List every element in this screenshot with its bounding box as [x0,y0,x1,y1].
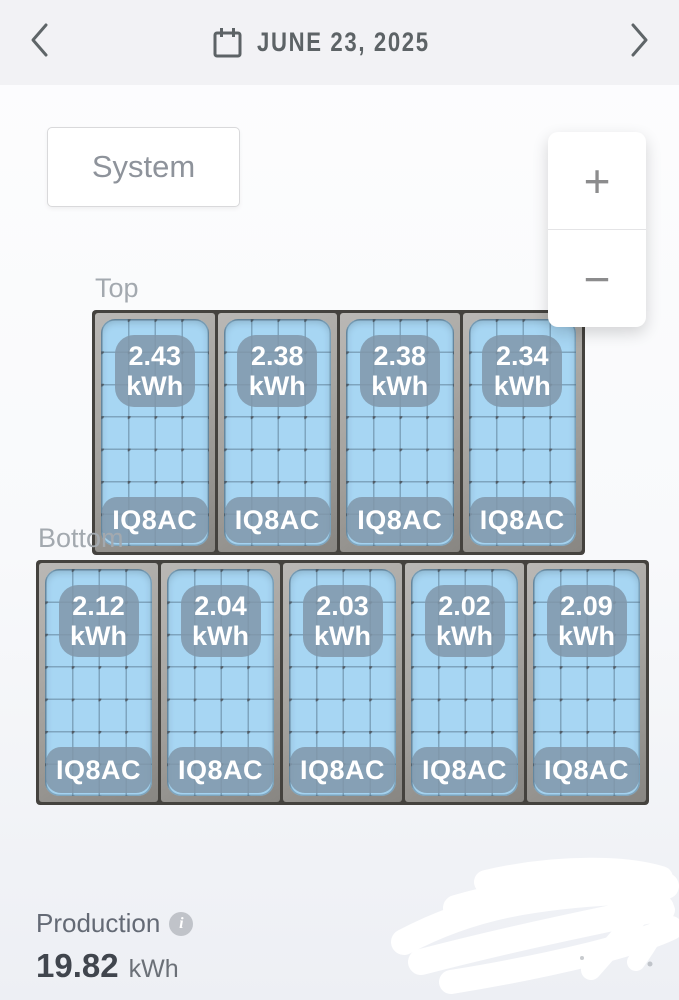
panel-model-badge: IQ8AC [469,497,575,543]
panel-surface: 2.04 kWh IQ8AC [167,569,274,796]
panel-surface: 2.34 kWh IQ8AC [468,319,576,546]
solar-panel[interactable]: 2.04 kWh IQ8AC [161,563,280,802]
production-unit: kWh [128,955,179,983]
calendar-icon [212,27,243,59]
panel-surface: 2.09 kWh IQ8AC [533,569,640,796]
panel-energy-value: 2.12 [72,591,125,621]
panel-energy-unit: kWh [558,620,615,651]
panel-energy-badge: 2.34 kWh [482,335,563,408]
date-selector[interactable]: JUNE 23, 2025 [212,27,468,59]
panel-model-badge: IQ8AC [290,747,395,793]
panel-model-badge: IQ8AC [534,747,639,793]
panel-energy-unit: kWh [314,620,371,651]
panel-energy-badge: 2.09 kWh [546,585,627,658]
panel-energy-value: 2.04 [194,591,247,621]
panel-energy-value: 2.43 [128,341,182,371]
panel-surface: 2.02 kWh IQ8AC [411,569,518,796]
panel-energy-value: 2.34 [495,341,549,371]
plus-icon: + [583,154,611,207]
redaction-scribble [391,857,679,994]
panel-energy-badge: 2.38 kWh [359,335,440,408]
panel-energy-badge: 2.38 kWh [237,335,318,408]
solar-panel[interactable]: 2.34 kWh IQ8AC [462,313,582,552]
panel-energy-unit: kWh [70,620,127,651]
solar-panel[interactable]: 2.38 kWh IQ8AC [217,313,337,552]
panel-surface: 2.38 kWh IQ8AC [346,319,454,546]
info-icon[interactable]: i [169,911,194,936]
panel-surface: 2.03 kWh IQ8AC [289,569,396,796]
panel-energy-value: 2.38 [373,341,427,371]
solar-panel[interactable]: 2.43 kWh IQ8AC [95,313,215,552]
panel-energy-badge: 2.02 kWh [424,585,505,658]
solar-panel[interactable]: 2.02 kWh IQ8AC [405,563,524,802]
chevron-left-icon [28,22,52,63]
date-navigation-header: JUNE 23, 2025 [0,0,679,85]
zoom-control-divider [548,229,646,230]
panel-energy-badge: 2.12 kWh [58,585,139,658]
panel-energy-unit: kWh [126,370,184,401]
panel-energy-unit: kWh [371,370,429,401]
production-label: Production [36,908,161,938]
scribble-speck [647,961,653,967]
panel-energy-value: 2.38 [250,341,304,371]
panel-energy-unit: kWh [192,620,249,651]
production-value-row: 19.82 kWh [36,947,193,985]
bottom-array-label: Bottom [38,523,124,553]
minus-icon: − [583,252,611,305]
panel-energy-value: 2.03 [316,591,369,621]
panel-model-badge: IQ8AC [347,497,453,543]
current-date-label: JUNE 23, 2025 [256,27,430,57]
panel-energy-value: 2.02 [438,591,491,621]
panel-energy-unit: kWh [436,620,493,651]
panel-energy-value: 2.09 [560,591,613,621]
top-panel-row: 2.43 kWh IQ8AC 2.38 kWh IQ8AC 2.38 kWh [92,310,585,555]
panel-energy-badge: 2.03 kWh [302,585,383,658]
system-view-label: System [91,149,196,184]
solar-panel[interactable]: 2.12 kWh IQ8AC [39,563,158,802]
panel-model-badge: IQ8AC [46,747,151,793]
panel-energy-unit: kWh [493,370,551,401]
next-day-button[interactable] [609,0,669,85]
previous-day-button[interactable] [10,0,70,85]
chevron-right-icon [627,22,651,63]
panel-model-badge: IQ8AC [412,747,517,793]
panel-surface: 2.12 kWh IQ8AC [45,569,152,796]
production-value: 19.82 [36,947,119,984]
panel-energy-badge: 2.04 kWh [180,585,261,658]
zoom-out-button[interactable]: − [548,230,646,327]
zoom-in-button[interactable]: + [548,132,646,229]
solar-panel[interactable]: 2.38 kWh IQ8AC [340,313,460,552]
top-array-label: Top [95,273,139,303]
panel-energy-badge: 2.43 kWh [114,335,195,408]
panel-model-badge: IQ8AC [102,497,208,543]
panel-model-badge: IQ8AC [168,747,273,793]
panel-model-badge: IQ8AC [224,497,330,543]
system-view-button[interactable]: System [47,127,240,207]
production-summary: Production i 19.82 kWh [36,908,194,985]
panel-surface: 2.38 kWh IQ8AC [223,319,331,546]
scribble-speck [580,956,584,960]
production-label-row: Production i [36,908,194,939]
solar-panel[interactable]: 2.09 kWh IQ8AC [527,563,646,802]
bottom-panel-row: 2.12 kWh IQ8AC 2.04 kWh IQ8AC 2.03 kWh [36,560,649,805]
panel-surface: 2.43 kWh IQ8AC [101,319,209,546]
map-zoom-control: + − [548,132,646,327]
panel-energy-unit: kWh [248,370,306,401]
solar-panel[interactable]: 2.03 kWh IQ8AC [283,563,402,802]
